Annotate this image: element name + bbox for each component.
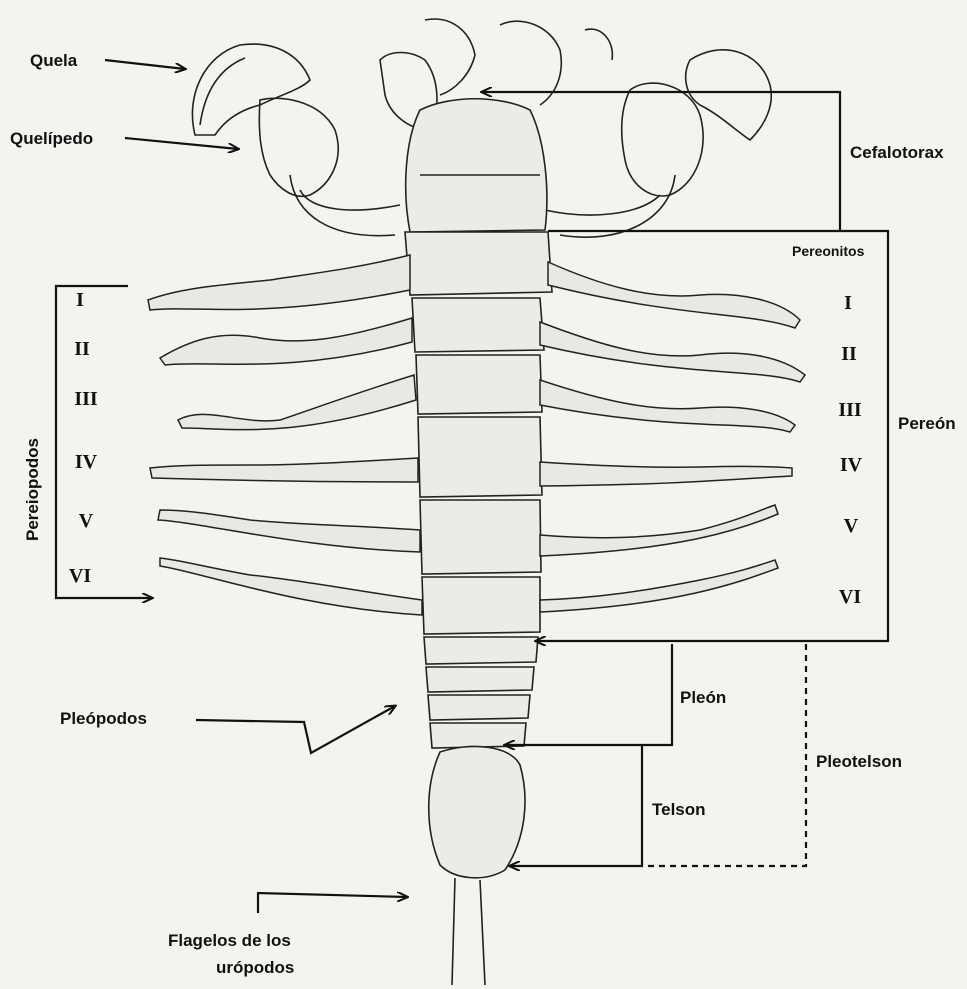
uropod-flagella (452, 878, 455, 985)
label-pereiopodos: Pereiopodos (23, 438, 42, 541)
pereiopod-numeral: V (79, 510, 94, 532)
label-flagelos-line2: urópodos (216, 958, 294, 977)
label-pleopodos: Pleópodos (60, 709, 147, 728)
pereonite-3 (416, 355, 542, 414)
pereonite-numerals: I II III IV V VI (838, 292, 862, 608)
left-cheliped (259, 98, 338, 196)
quelipedo-pointer (125, 138, 238, 149)
pereonite-5 (420, 500, 541, 574)
pereonite-numeral: III (838, 399, 862, 421)
label-quelipedo: Quelípedo (10, 129, 93, 148)
telson-shape (429, 746, 525, 877)
label-cefalotorax: Cefalotorax (850, 143, 944, 162)
label-telson: Telson (652, 800, 706, 819)
pereiopod-numeral: I (76, 289, 84, 311)
right-pereiopods (540, 262, 805, 612)
label-pereon: Pereón (898, 414, 956, 433)
label-pleotelson: Pleotelson (816, 752, 902, 771)
pleopodos-pointer (196, 706, 395, 753)
animal-illustration (148, 19, 805, 985)
pereiopod-numeral: VI (69, 565, 91, 587)
pereiopod-numeral: III (74, 388, 98, 410)
pereonite-numeral: I (844, 292, 852, 314)
label-flagelos-line1: Flagelos de los (168, 931, 291, 950)
pereonite-2 (412, 298, 544, 352)
pereonite-4 (418, 417, 542, 497)
pereonite-numeral: IV (840, 454, 863, 476)
cephalothorax-shape (406, 99, 547, 232)
quela-pointer (105, 60, 185, 69)
left-pereiopods (148, 255, 422, 615)
pleotelson-bracket (642, 644, 806, 866)
pereonite-1 (405, 232, 552, 295)
right-cheliped (622, 83, 703, 196)
right-chela (686, 50, 772, 140)
pereiopod-numerals: I II III IV V VI (69, 289, 98, 587)
label-quela: Quela (30, 51, 78, 70)
pereonite-numeral: V (844, 515, 859, 537)
pereiopod-numeral: II (74, 338, 90, 360)
pereonite-numeral: VI (839, 586, 861, 608)
pereiopodos-bracket (56, 286, 152, 598)
label-pleon: Pleón (680, 688, 726, 707)
pereonite-6 (422, 577, 540, 634)
pleon-segments (424, 637, 538, 748)
pereiopod-numeral: IV (75, 451, 98, 473)
label-pereonitos: Pereonitos (792, 243, 865, 259)
pereonite-numeral: II (841, 343, 857, 365)
flagelos-pointer (258, 893, 407, 913)
telson-bracket (510, 745, 642, 866)
